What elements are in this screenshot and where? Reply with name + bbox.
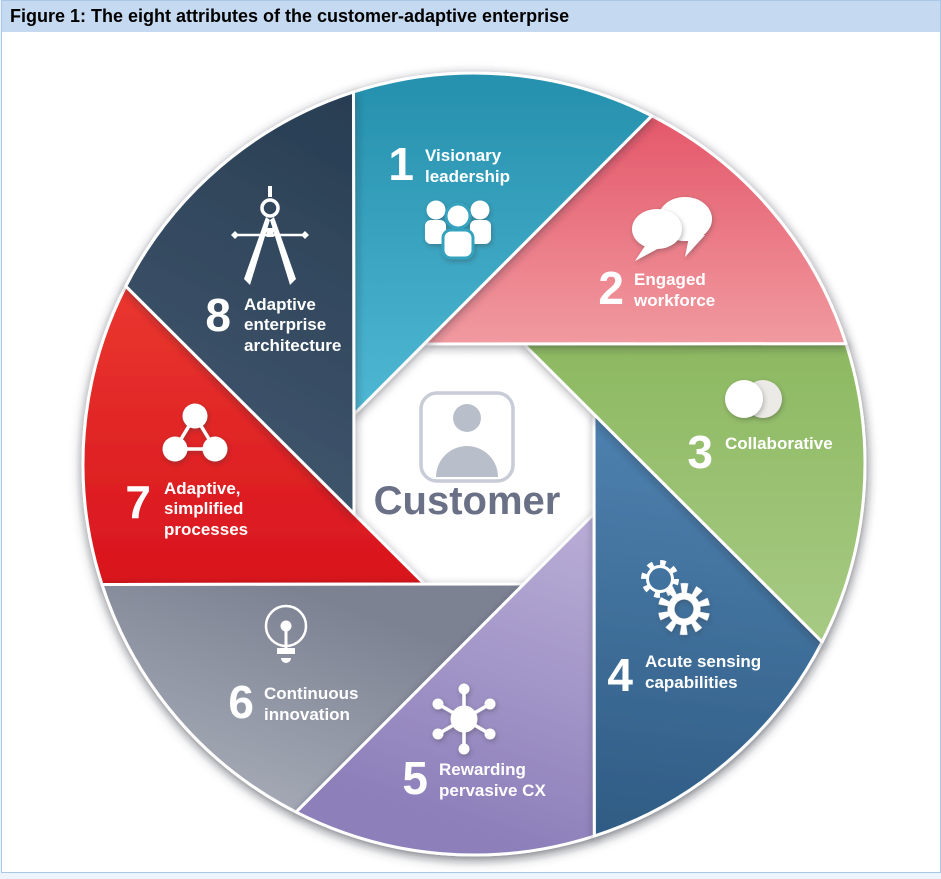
segment-5-label-line2: pervasive CX <box>439 781 546 800</box>
segment-4-label-line2: capabilities <box>645 673 738 692</box>
segment-6-content: 6 Continuous innovation <box>228 604 358 728</box>
overlapping-circles-icon <box>725 380 782 418</box>
segment-7-number: 7 <box>125 476 151 528</box>
segment-1-label-line2: leadership <box>425 167 510 186</box>
segment-7-shape <box>81 284 426 586</box>
segment-1-label-line1: Visionary <box>425 146 502 165</box>
segment-8-shape <box>124 90 356 516</box>
network-hub-icon <box>432 683 496 755</box>
people-icon <box>425 200 491 260</box>
segment-1-content: 1 Visionary leadership <box>388 138 510 260</box>
segment-6-label-line1: Continuous <box>264 684 358 703</box>
segment-3-content: 3 Collaborative <box>687 380 833 478</box>
segment-2-label-line2: workforce <box>633 291 715 310</box>
segment-5-content: 5 Rewarding pervasive CX <box>402 683 546 804</box>
customer-person-icon <box>419 391 515 483</box>
segment-2-number: 2 <box>598 262 624 314</box>
segment-4-shape <box>592 412 824 838</box>
figure-title-bar: Figure 1: The eight attributes of the cu… <box>2 1 940 32</box>
customer-center: Customer <box>374 391 561 523</box>
segment-8-label-line3: architecture <box>244 336 341 355</box>
segment-4-number: 4 <box>607 649 633 701</box>
segment-8-label-line2: enterprise <box>244 315 326 334</box>
segment-2-content: 2 Engaged workforce <box>598 197 715 314</box>
segment-1-shape <box>352 71 654 416</box>
segment-7-label-line3: processes <box>164 520 248 539</box>
segment-7-label-line2: simplified <box>164 499 243 518</box>
segment-6-shape <box>100 582 526 814</box>
speech-bubbles-icon <box>632 197 712 261</box>
segment-3-shape <box>522 342 867 644</box>
segment-4-label-line1: Acute sensing <box>645 652 761 671</box>
lightbulb-icon <box>264 604 308 663</box>
segment-2-label-line1: Engaged <box>634 270 706 289</box>
segment-1-number: 1 <box>388 138 414 190</box>
segment-7-label-line1: Adaptive, <box>164 479 241 498</box>
drafting-compass-icon <box>231 186 309 285</box>
segment-3-number: 3 <box>687 426 713 478</box>
segment-8-number: 8 <box>205 289 231 341</box>
molecule-triangle-icon <box>162 403 228 462</box>
segment-5-shape <box>294 512 596 857</box>
segment-5-label-line1: Rewarding <box>439 760 526 779</box>
figure-title: Figure 1: The eight attributes of the cu… <box>10 6 570 26</box>
segment-8-label-line1: Adaptive <box>244 295 316 314</box>
segment-7-content: 7 Adaptive, simplified processes <box>125 403 248 539</box>
segment-3-label-line1: Collaborative <box>725 434 833 453</box>
segment-6-label-line2: innovation <box>264 705 350 724</box>
segment-5-number: 5 <box>402 752 428 804</box>
segment-6-number: 6 <box>228 676 254 728</box>
segment-8-content: 8 Adaptive enterprise architecture <box>205 186 341 355</box>
customer-label: Customer <box>374 479 561 523</box>
